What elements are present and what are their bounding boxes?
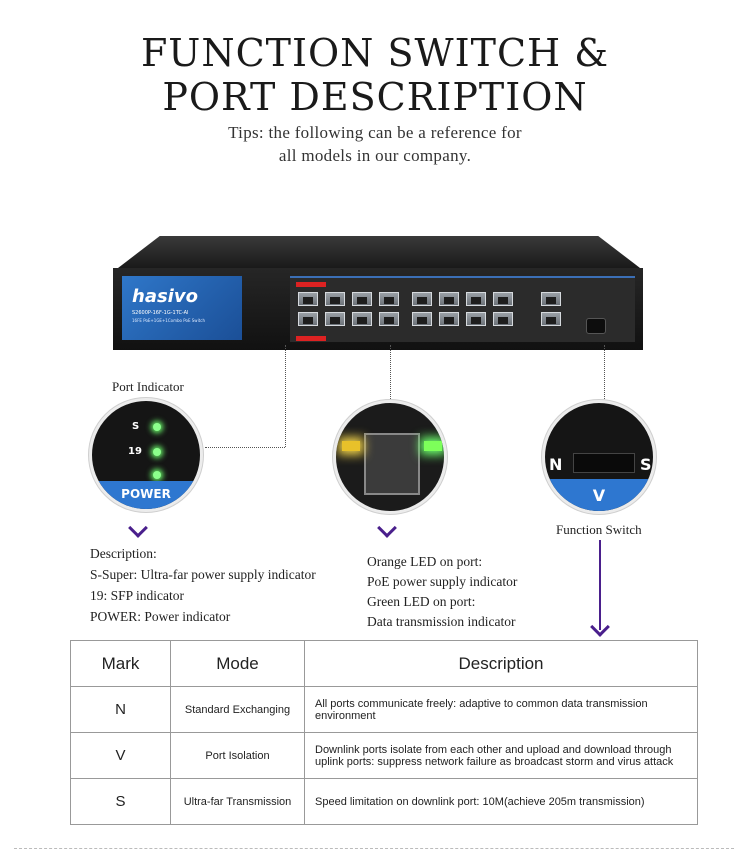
description-cell: Downlink ports isolate from each other a… xyxy=(304,732,698,779)
arrow-down-icon-left xyxy=(128,518,148,538)
middle-description: Orange LED on port: PoE power supply ind… xyxy=(367,552,517,632)
header-mark: Mark xyxy=(70,640,171,687)
sfp-led-icon xyxy=(153,448,161,456)
rj45-port-icon xyxy=(412,312,432,326)
mode-cell: Standard Exchanging xyxy=(170,686,305,733)
function-switch-dip[interactable] xyxy=(586,318,606,334)
rj45-port-icon xyxy=(493,312,513,326)
left-desc-line-4: POWER: Power indicator xyxy=(90,609,231,624)
table-row: N Standard Exchanging All ports communic… xyxy=(70,686,698,733)
power-led-icon xyxy=(153,471,161,479)
left-desc-line-1: Description: xyxy=(90,546,157,561)
uplink-port-icon xyxy=(541,312,561,326)
tips-line1: Tips: the following can be a reference f… xyxy=(228,123,522,142)
rj45-port-icon xyxy=(352,292,372,306)
power-band xyxy=(92,481,200,509)
rj45-port-icon xyxy=(298,292,318,306)
bottom-divider xyxy=(14,848,734,849)
uplink-port-icon xyxy=(541,292,561,306)
arrow-down-icon-right xyxy=(590,617,610,637)
mode-cell: Ultra-far Transmission xyxy=(170,778,305,825)
rj45-port-icon xyxy=(379,292,399,306)
connector-line-led xyxy=(390,345,391,401)
rj45-port-icon xyxy=(298,312,318,326)
orange-led-icon xyxy=(342,441,360,451)
mode-table: Mark Mode Description N Standard Exchang… xyxy=(70,640,698,825)
brand-logo: hasivo xyxy=(132,286,198,307)
mark-cell: N xyxy=(70,686,171,733)
sfp-indicator-text: 19 xyxy=(128,446,142,457)
table-header-row: Mark Mode Description xyxy=(70,640,698,687)
connector-line-power xyxy=(285,345,286,447)
description-cell: Speed limitation on downlink port: 10M(a… xyxy=(304,778,698,825)
mode-n-text: N xyxy=(549,455,563,474)
description-cell: All ports communicate freely: adaptive t… xyxy=(304,686,698,733)
middle-desc-line-2: PoE power supply indicator xyxy=(367,574,518,589)
port-1-tag xyxy=(296,336,326,341)
mark-cell: V xyxy=(70,732,171,779)
left-description: Description: S-Super: Ultra-far power su… xyxy=(90,543,316,627)
tips-line2: all models in our company. xyxy=(278,146,472,165)
table-row: S Ultra-far Transmission Speed limitatio… xyxy=(70,778,698,825)
switch-top-cover xyxy=(118,236,640,268)
header-mode: Mode xyxy=(170,640,305,687)
mode-band xyxy=(545,479,653,511)
header-description: Description xyxy=(304,640,698,687)
rj45-port-icon xyxy=(466,312,486,326)
dip-switch-icon xyxy=(573,453,635,473)
model-description: 16FE PoE+1GE+1Combo PoE Switch xyxy=(132,318,205,323)
rj45-port-icon xyxy=(364,433,420,495)
power-label: POWER xyxy=(121,487,171,501)
rj45-port-icon xyxy=(352,312,372,326)
middle-desc-line-1: Orange LED on port: xyxy=(367,554,483,569)
rj45-port-icon xyxy=(466,292,486,306)
arrow-down-icon-middle xyxy=(377,518,397,538)
rj45-port-icon xyxy=(439,292,459,306)
port-led-circle xyxy=(333,400,447,514)
arrow-line-right xyxy=(599,540,601,630)
green-led-icon xyxy=(424,441,442,451)
page-title-line2: PORT DESCRIPTION xyxy=(162,75,588,119)
left-desc-line-2: S-Super: Ultra-far power supply indicato… xyxy=(90,567,316,582)
model-number: S2600P-16F-1G-1TC-AI xyxy=(132,310,189,316)
port-indicator-label: Port Indicator xyxy=(112,379,184,394)
rj45-port-icon xyxy=(325,312,345,326)
rj45-port-icon xyxy=(412,292,432,306)
port-indicator-circle: S 19 POWER xyxy=(89,398,203,512)
port-panel xyxy=(290,276,635,342)
connector-line-power-h xyxy=(205,447,285,448)
middle-desc-line-3: Green LED on port: xyxy=(367,594,476,609)
connector-line-switch xyxy=(604,345,605,399)
mode-v-text: V xyxy=(592,486,606,505)
rj45-port-icon xyxy=(325,292,345,306)
rj45-port-icon xyxy=(493,292,513,306)
middle-desc-line-4: Data transmission indicator xyxy=(367,614,516,629)
mode-s-text: S xyxy=(640,455,652,474)
mark-cell: S xyxy=(70,778,171,825)
mode-cell: Port Isolation xyxy=(170,732,305,779)
rj45-port-icon xyxy=(439,312,459,326)
s-indicator-text: S xyxy=(132,421,140,432)
function-switch-circle: N S V xyxy=(542,400,656,514)
page-title-line1: FUNCTION SWITCH & xyxy=(140,31,610,75)
s-led-icon xyxy=(153,423,161,431)
rj45-port-icon xyxy=(379,312,399,326)
left-desc-line-3: 19: SFP indicator xyxy=(90,588,185,603)
poe-tag xyxy=(296,282,326,287)
table-row: V Port Isolation Downlink ports isolate … xyxy=(70,732,698,779)
function-switch-label: Function Switch xyxy=(556,522,642,537)
brand-panel: hasivo S2600P-16F-1G-1TC-AI 16FE PoE+1GE… xyxy=(122,276,242,340)
